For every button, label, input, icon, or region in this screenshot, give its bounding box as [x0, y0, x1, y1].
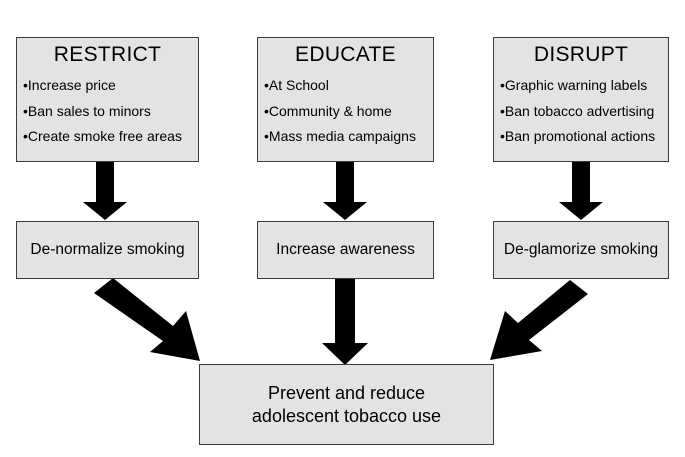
list-item: •Community & home	[264, 102, 392, 119]
list-item: •Ban sales to minors	[23, 102, 151, 119]
list-item: •Increase price	[23, 77, 116, 93]
list-item: •Create smoke free areas	[23, 128, 182, 144]
denormalize-box: De-normalize smoking	[16, 221, 199, 279]
arrow-disrupt-to-deglamorize	[559, 162, 603, 220]
awareness-box: Increase awareness	[257, 221, 434, 279]
disrupt-title: DISRUPT	[533, 43, 629, 66]
list-item: •At School	[264, 77, 329, 93]
educate-title: EDUCATE	[295, 43, 396, 66]
final-outcome-line1: Prevent and reduce	[267, 382, 426, 403]
arrow-deglamorize-to-final	[490, 280, 588, 360]
arrow-denormalize-to-final	[94, 278, 200, 361]
list-item: •Ban promotional actions	[500, 128, 656, 144]
list-item: •Mass media campaigns	[264, 128, 416, 144]
arrow-awareness-to-final	[322, 279, 368, 365]
restrict-list: •Increase price •Ban sales to minors •Cr…	[17, 73, 198, 150]
final-outcome-box: Prevent and reduce adolescent tobacco us…	[199, 364, 494, 445]
disrupt-box: DISRUPT •Graphic warning labels •Ban tob…	[493, 37, 669, 162]
educate-box: EDUCATE •At School •Community & home •Ma…	[257, 37, 434, 162]
restrict-title: RESTRICT	[53, 43, 162, 66]
restrict-box: RESTRICT •Increase price •Ban sales to m…	[16, 37, 199, 162]
denormalize-label: De-normalize smoking	[30, 241, 185, 258]
deglamorize-label: De-glamorize smoking	[503, 241, 659, 258]
list-item: •Ban tobacco advertising	[500, 102, 655, 119]
educate-list: •At School •Community & home •Mass media…	[258, 73, 433, 150]
arrow-restrict-to-denormalize	[83, 162, 127, 220]
deglamorize-box: De-glamorize smoking	[493, 221, 669, 279]
disrupt-list: •Graphic warning labels •Ban tobacco adv…	[494, 73, 668, 150]
final-outcome-line2: adolescent tobacco use	[251, 405, 442, 426]
list-item: •Graphic warning labels	[500, 77, 648, 93]
awareness-label: Increase awareness	[276, 241, 415, 258]
arrow-educate-to-awareness	[323, 162, 367, 220]
